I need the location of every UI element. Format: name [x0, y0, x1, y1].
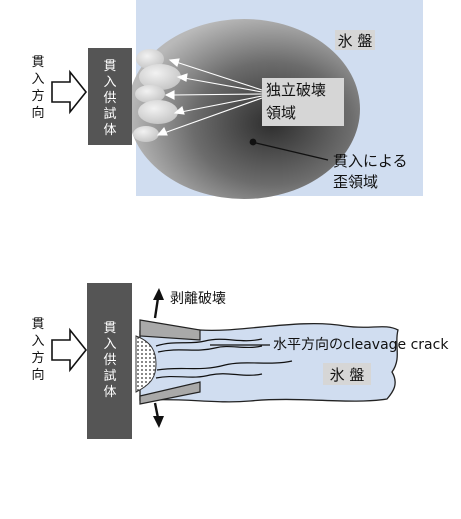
- bottom-diagram: 貫 入 供 試 体 貫 入 方 向 剥離破壊 水平方向のcleavage cra…: [31, 283, 449, 439]
- top-direction-label: 貫 入 方 向: [31, 55, 44, 121]
- arrow-head: [176, 73, 188, 82]
- lower-spall-wedge: [139, 381, 201, 405]
- independent-failure-zones: [133, 49, 181, 142]
- top-ice-label: 氷 盤: [338, 32, 373, 50]
- specimen-char: 入: [103, 337, 116, 352]
- spall-failure-label: 剥離破壊: [170, 290, 226, 307]
- specimen-char: 貫: [103, 321, 116, 336]
- arrow: [171, 93, 263, 96]
- top-specimen-label: 貫 入 供 試 体: [103, 59, 116, 138]
- spall-arrow-down-head: [153, 416, 164, 428]
- specimen-char: 入: [103, 75, 116, 90]
- spall-arrow-up-head: [153, 288, 164, 300]
- specimen-char: 体: [103, 123, 116, 138]
- specimen-char: 貫: [103, 59, 116, 74]
- bottom-ice-label-bg: [323, 363, 371, 385]
- arrow-head: [164, 90, 175, 100]
- ice-label-bg: [335, 30, 375, 50]
- direction-char: 向: [31, 105, 44, 121]
- arrow-head: [173, 106, 185, 115]
- arrow-head: [168, 58, 180, 67]
- strain-marker: [249, 138, 257, 146]
- specimen-char: 供: [103, 353, 116, 368]
- direction-char: 入: [31, 72, 44, 87]
- direction-char: 貫: [31, 317, 44, 332]
- independent-failure-label-1: 独立破壊: [266, 81, 326, 99]
- crack-line: [156, 360, 293, 371]
- direction-char: 貫: [31, 55, 44, 70]
- direction-char: 方: [31, 88, 44, 104]
- failure-zone: [136, 49, 164, 69]
- strain-leader-line: [255, 142, 329, 161]
- crushed-zone: [135, 335, 157, 393]
- failure-zone: [139, 64, 181, 90]
- specimen-char: 供: [103, 91, 116, 106]
- specimen-char: 試: [103, 368, 116, 384]
- bottom-direction-label: 貫 入 方 向: [31, 317, 44, 383]
- top-specimen: [88, 48, 132, 145]
- upper-spall-wedge: [139, 319, 201, 341]
- direction-char: 向: [31, 367, 44, 383]
- failure-arrows: [156, 58, 263, 136]
- arrow: [183, 77, 263, 93]
- arrow-head: [156, 126, 168, 136]
- crack-line: [155, 373, 263, 379]
- direction-char: 方: [31, 350, 44, 366]
- specimen-char: 試: [103, 106, 116, 122]
- top-direction-arrow: [51, 69, 88, 115]
- bottom-specimen-label: 貫 入 供 試 体: [103, 321, 116, 400]
- arrow: [180, 95, 263, 113]
- strain-label-2: 歪領域: [333, 173, 378, 191]
- cleavage-crack-label: 水平方向のcleavage crack: [273, 337, 449, 353]
- independent-failure-label-2: 領域: [266, 104, 296, 122]
- direction-char: 入: [31, 334, 44, 349]
- top-diagram: 貫 入 供 試 体 貫 入 方 向 氷 盤 独立破壊 領域 貫入による 歪領域: [31, 0, 423, 199]
- strain-label-1: 貫入による: [333, 152, 408, 170]
- cleavage-cracks: [155, 338, 293, 379]
- bottom-ice-label: 氷 盤: [330, 366, 365, 384]
- spall-arrow-up: [153, 297, 160, 319]
- failure-zone: [133, 126, 159, 142]
- crack-line: [157, 345, 263, 353]
- bottom-specimen: [87, 283, 132, 439]
- independent-label-bg: [262, 78, 344, 126]
- crack-line: [155, 338, 263, 347]
- specimen-char: 体: [103, 385, 116, 400]
- bottom-direction-arrow: [51, 327, 88, 373]
- arrow: [175, 61, 263, 91]
- failure-zone: [138, 100, 178, 124]
- failure-zone: [135, 85, 165, 103]
- spall-arrow-down: [153, 402, 160, 419]
- arrow: [163, 97, 263, 134]
